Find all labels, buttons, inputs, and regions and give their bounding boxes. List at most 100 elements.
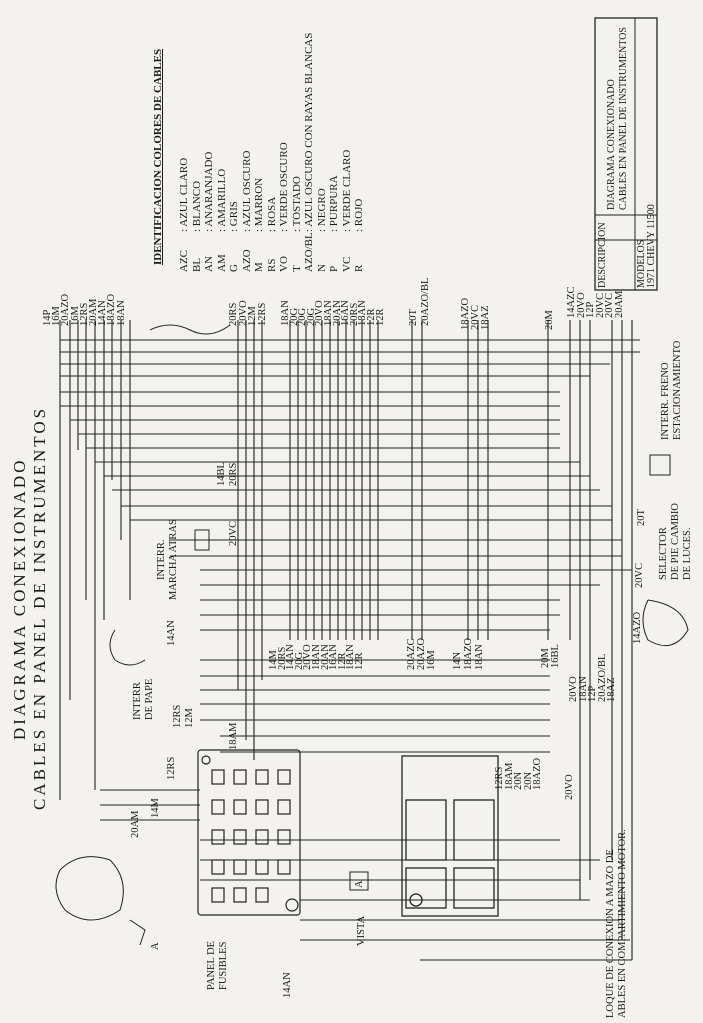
wire-label: 14N xyxy=(452,651,463,670)
wire-label: 16BL xyxy=(550,644,561,668)
legend-desc: : AMARILLO xyxy=(215,168,228,232)
legend-desc: : ROSA xyxy=(265,196,278,232)
label-selector-2: DE PIE CAMBIO xyxy=(670,502,681,580)
legend-code: P xyxy=(328,265,340,272)
legend-desc: : VERDE OSCURO xyxy=(278,142,290,232)
legend-desc: : GRIS xyxy=(228,201,240,232)
legend-heading: IDENTIFICACION COLORES DE CABLES xyxy=(152,48,164,265)
wire-label: 20AM xyxy=(613,290,625,318)
wire-label: 20T xyxy=(408,309,419,326)
title-line-2: CABLES EN PANEL DE INSTRUMENTOS xyxy=(30,405,49,810)
legend-desc: : BLANCO xyxy=(190,180,203,232)
label-selector-3: DE LUCES. xyxy=(682,527,693,581)
legend-code: VC xyxy=(340,256,353,272)
label-marcha-2: MARCHA ATRAS xyxy=(168,519,179,600)
wire-label: 20AM xyxy=(130,810,141,838)
wire-label: 12RS xyxy=(256,302,268,326)
wire-label: 12RS xyxy=(172,704,183,728)
wire-label: 14AN xyxy=(166,620,177,646)
legend-code: AZO xyxy=(240,249,253,272)
legend-desc: : VERDE CLARO xyxy=(340,149,353,232)
wire-label: 14AN xyxy=(282,972,293,998)
legend-desc: : AZUL OSCURO xyxy=(240,150,253,233)
legend-row: N : NEGRO xyxy=(316,188,328,272)
label-vista-box: A xyxy=(354,880,365,888)
legend-row: G : GRIS xyxy=(228,201,240,272)
legend-row: AM : AMARILLO xyxy=(216,169,228,272)
legend-code: G xyxy=(228,264,240,272)
wire-label: 14M xyxy=(150,798,161,818)
legend-row: P : PURPURA xyxy=(328,175,340,272)
legend-code: N xyxy=(315,264,328,272)
legend-row: RS : ROSA xyxy=(266,197,278,272)
legend-code: AZO/BL xyxy=(303,232,315,272)
wire-label: 12RS xyxy=(166,756,177,780)
title-line-1: DIAGRAMA CONEXIONADO xyxy=(10,457,29,740)
legend-desc: : NEGRO xyxy=(315,188,328,232)
label-marcha-1: INTERR. xyxy=(156,539,167,580)
label-vista: VISTA xyxy=(356,915,367,946)
legend-row: VC : VERDE CLARO xyxy=(341,150,353,272)
wire-label: 12M xyxy=(184,708,195,728)
legend-row: VO : VERDE OSCURO xyxy=(278,142,290,272)
wire-label: 18AZO xyxy=(463,637,474,670)
legend-desc: : ROJO xyxy=(353,198,365,232)
legend-row: AZC : AZUL CLARO xyxy=(178,158,190,272)
legend-desc: : TOSTADO xyxy=(290,176,303,232)
wire-label: 20VC xyxy=(634,562,645,588)
legend-desc: : PURPURA xyxy=(328,175,340,232)
legend-row: AZO/BL: AZUL OSCURO CON RAYAS BLANCAS xyxy=(303,33,315,272)
wire-label: 16M xyxy=(426,650,437,670)
legend-code: M xyxy=(253,262,265,272)
wire-label: 18AZ xyxy=(480,305,491,331)
label-bloque-2: ABLES EN COMPARTIMIENTO MOTOR. xyxy=(617,829,628,1018)
label-panel-1: PANEL DE xyxy=(206,940,217,990)
legend-row: BL : BLANCO xyxy=(191,181,203,272)
legend-desc: : AZUL CLARO xyxy=(178,157,190,232)
legend-code: T xyxy=(290,265,303,272)
wire-label: 12R xyxy=(354,652,365,670)
legend-row: T : TOSTADO xyxy=(291,176,303,272)
legend-code: VO xyxy=(278,256,290,272)
legend-code: AZC xyxy=(178,250,190,272)
legend-row: AZO : AZUL OSCURO xyxy=(241,151,253,273)
titleblock-desc-line1: DIAGRAMA CONEXIONADO xyxy=(606,79,617,210)
legend-code: AM xyxy=(215,254,228,272)
wire-label: 18AN xyxy=(115,300,127,326)
wire-label: 18AM xyxy=(228,722,239,750)
wire-label: 20T xyxy=(636,509,647,526)
titleblock-model-value: 1971 CHEVY 11500 xyxy=(646,204,657,288)
label-arrow-a: A xyxy=(150,942,161,950)
wire-label: 14AZO xyxy=(632,611,643,644)
legend-code: BL xyxy=(190,257,203,272)
label-interr-freno-2: ESTACIONAMIENTO xyxy=(672,340,683,440)
wire-label: 20VC xyxy=(228,520,239,546)
wire-label: 12R xyxy=(374,308,386,326)
legend-desc: : MARRON xyxy=(253,177,265,232)
wire-label: 20AZO/BL xyxy=(420,277,431,326)
wire-label: 20RS xyxy=(228,462,239,486)
label-interr-freno-1: INTERR. FRENO xyxy=(660,362,671,440)
legend-code: AN xyxy=(203,256,215,272)
wire-label: 20M xyxy=(544,310,555,330)
titleblock-desc-label: DESCRIPCION xyxy=(597,222,608,288)
wire-label: 18AZO xyxy=(532,757,543,790)
label-bloque-1: LOQUE DE CONEXION A MAZO DE xyxy=(605,849,616,1018)
legend-row: AN : ANARANJADO xyxy=(203,152,215,272)
label-selector-1: SELECTOR xyxy=(658,527,669,580)
label-pape-1: INTERR xyxy=(132,682,143,720)
legend-code: RS xyxy=(265,258,278,272)
label-panel-2: FUSIBLES xyxy=(218,941,229,990)
wire-label: 18AN xyxy=(474,644,485,670)
label-pape-2: DE PAPE xyxy=(144,678,155,720)
legend-desc: : AZUL OSCURO CON RAYAS BLANCAS xyxy=(303,32,315,232)
legend-desc: : ANARANJADO xyxy=(203,151,215,232)
titleblock-desc-line2: CABLES EN PANEL DE INSTRUMENTOS xyxy=(618,27,629,210)
legend-row: M : MARRON xyxy=(253,178,265,272)
legend-code: R xyxy=(353,264,365,272)
legend-row: R : ROJO xyxy=(353,199,365,272)
wire-label: 14BL xyxy=(216,462,227,486)
wire-label: 20VO xyxy=(564,774,575,800)
